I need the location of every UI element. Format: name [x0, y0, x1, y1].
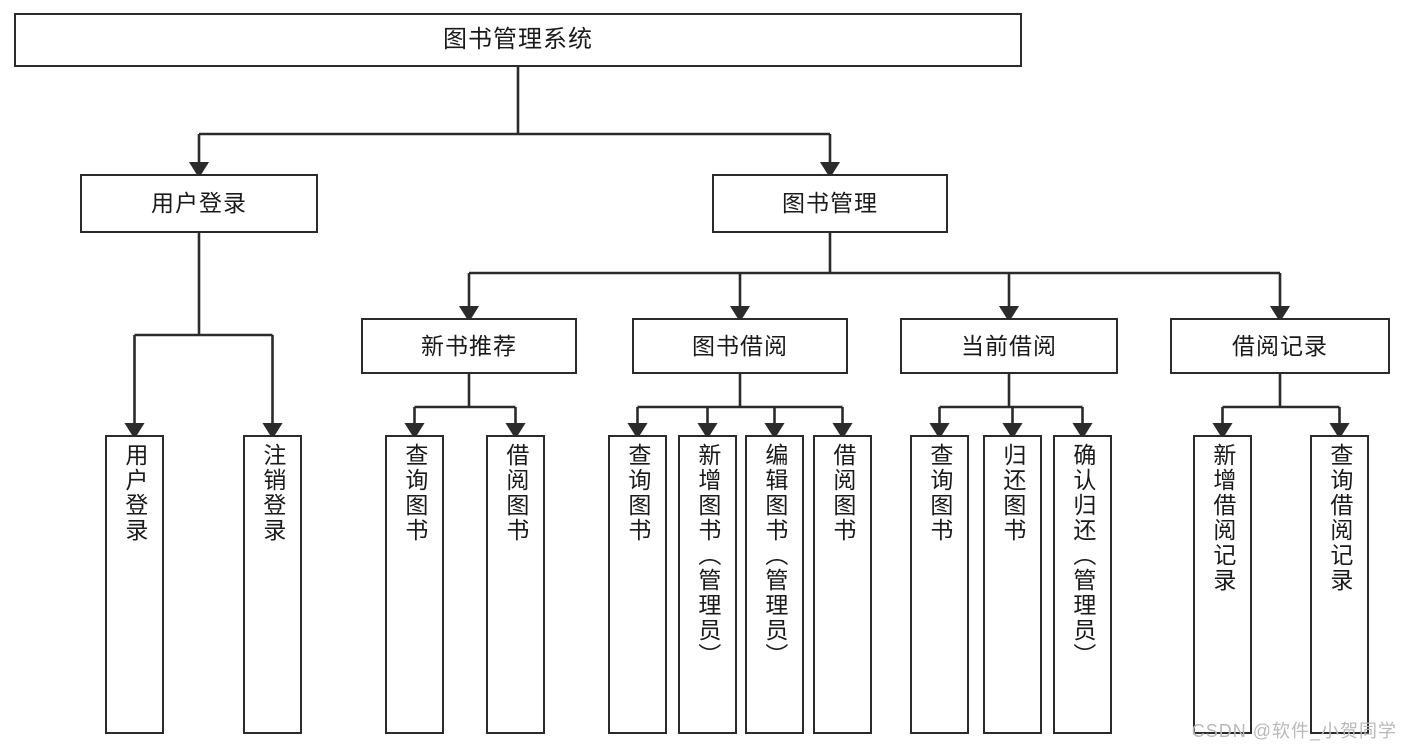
- node-leaf-query-book-1[interactable]: 查询图书: [385, 435, 444, 734]
- node-leaf-edit-book[interactable]: 编辑图书（管理员）: [745, 435, 804, 734]
- node-current-borrow[interactable]: 当前借阅: [900, 318, 1118, 374]
- node-leaf-query-book-3[interactable]: 查询图书: [910, 435, 969, 734]
- node-leaf-query-record-label: 查询借阅记录: [1326, 443, 1353, 593]
- node-root[interactable]: 图书管理系统: [14, 13, 1022, 67]
- node-leaf-query-book-1-label: 查询图书: [401, 443, 428, 543]
- node-leaf-borrow-book-2[interactable]: 借阅图书: [813, 435, 872, 734]
- node-leaf-user-login-label: 用户登录: [121, 443, 148, 543]
- node-leaf-return-book[interactable]: 归还图书: [983, 435, 1042, 734]
- node-leaf-confirm-return[interactable]: 确认归还（管理员）: [1053, 435, 1112, 734]
- node-book-borrow-label: 图书借阅: [692, 332, 788, 359]
- node-borrow-record-label: 借阅记录: [1232, 332, 1328, 359]
- node-root-label: 图书管理系统: [443, 26, 593, 54]
- node-leaf-query-book-2[interactable]: 查询图书: [608, 435, 667, 734]
- node-leaf-confirm-return-label: 确认归还（管理员）: [1069, 443, 1096, 668]
- node-book-manage[interactable]: 图书管理: [712, 174, 948, 233]
- node-leaf-add-book-label: 新增图书（管理员）: [694, 443, 721, 668]
- node-leaf-borrow-book-1-label: 借阅图书: [502, 443, 529, 543]
- node-leaf-query-book-3-label: 查询图书: [926, 443, 953, 543]
- node-leaf-query-book-2-label: 查询图书: [624, 443, 651, 543]
- node-book-borrow[interactable]: 图书借阅: [632, 318, 848, 374]
- node-new-book-recommend[interactable]: 新书推荐: [361, 318, 577, 374]
- node-leaf-return-book-label: 归还图书: [999, 443, 1026, 543]
- node-leaf-borrow-book-1[interactable]: 借阅图书: [486, 435, 545, 734]
- node-leaf-user-logout-label: 注销登录: [259, 443, 286, 543]
- node-leaf-user-logout[interactable]: 注销登录: [243, 435, 302, 734]
- node-leaf-borrow-book-2-label: 借阅图书: [829, 443, 856, 543]
- node-user-login-label: 用户登录: [151, 190, 247, 217]
- watermark: CSDN @软件_小贺同学: [1191, 721, 1397, 741]
- node-book-manage-label: 图书管理: [782, 190, 878, 217]
- node-leaf-query-record[interactable]: 查询借阅记录: [1310, 435, 1369, 734]
- node-leaf-user-login[interactable]: 用户登录: [105, 435, 164, 734]
- node-current-borrow-label: 当前借阅: [961, 332, 1057, 359]
- node-leaf-add-book[interactable]: 新增图书（管理员）: [678, 435, 737, 734]
- node-new-book-recommend-label: 新书推荐: [421, 332, 517, 359]
- node-leaf-edit-book-label: 编辑图书（管理员）: [761, 443, 788, 668]
- node-user-login[interactable]: 用户登录: [80, 174, 318, 233]
- node-leaf-add-record-label: 新增借阅记录: [1209, 443, 1236, 593]
- node-leaf-add-record[interactable]: 新增借阅记录: [1193, 435, 1252, 734]
- node-borrow-record[interactable]: 借阅记录: [1170, 318, 1390, 374]
